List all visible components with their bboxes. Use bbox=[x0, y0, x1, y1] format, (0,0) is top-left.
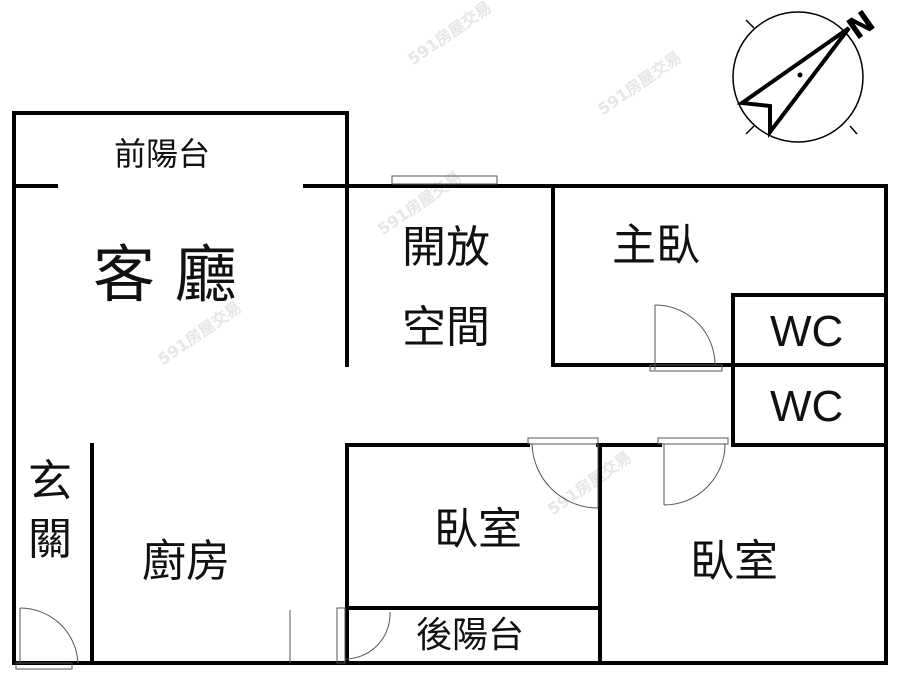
label-rear-balcony: 後陽台 bbox=[416, 615, 525, 656]
label-master-bedroom: 主臥 bbox=[612, 220, 700, 271]
label-bedroom-1: 臥室 bbox=[434, 504, 522, 555]
label-open-space-2: 空間 bbox=[402, 302, 490, 353]
label-living-room: 客 廳 bbox=[93, 238, 237, 311]
label-foyer-2: 關 bbox=[28, 514, 72, 565]
window bbox=[391, 175, 498, 185]
walls bbox=[12, 111, 888, 665]
label-wc-1: WC bbox=[770, 307, 844, 356]
compass-icon: N bbox=[732, 4, 882, 143]
label-open-space-1: 開放 bbox=[402, 222, 490, 273]
label-foyer-1: 玄 bbox=[28, 456, 72, 507]
north-label: N bbox=[841, 4, 882, 47]
doors-windows bbox=[15, 175, 729, 670]
label-wc-2: WC bbox=[770, 382, 844, 431]
label-kitchen: 廚房 bbox=[142, 536, 230, 587]
label-bedroom-2: 臥室 bbox=[690, 536, 778, 587]
label-front-balcony: 前陽台 bbox=[114, 135, 211, 173]
